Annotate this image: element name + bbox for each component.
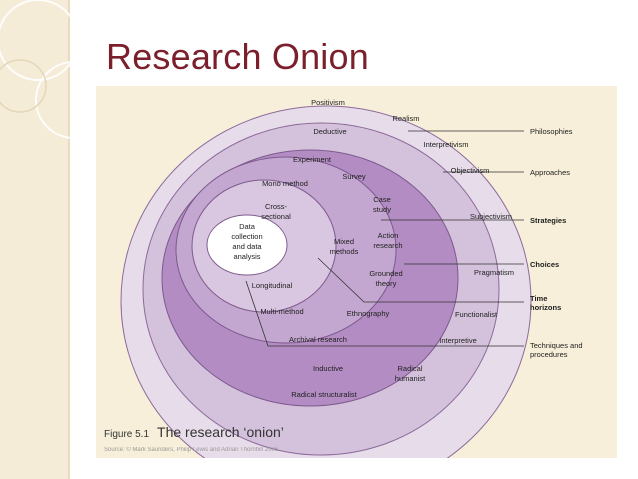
label-ethnography: Ethnography xyxy=(347,309,390,318)
label-subjectivism: Subjectivism xyxy=(470,212,512,221)
label-data-3: and data xyxy=(232,242,262,251)
label-inductive: Inductive xyxy=(313,364,343,373)
label-objectivism: Objectivism xyxy=(451,166,490,175)
legend-strategies: Strategies xyxy=(530,216,566,225)
source-note: Source: © Mark Saunders, Philip Lewis an… xyxy=(104,447,279,453)
caption-title: The research ‘onion’ xyxy=(157,424,284,440)
slide-title: Research Onion xyxy=(106,36,369,77)
legend-time-1: Time xyxy=(530,294,547,303)
label-mono-method: Mono method xyxy=(262,179,308,188)
label-cross-2: sectional xyxy=(261,212,291,221)
label-pragmatism: Pragmatism xyxy=(474,268,514,277)
label-survey: Survey xyxy=(342,172,366,181)
label-grounded-2: theory xyxy=(376,279,397,288)
legend-approaches: Approaches xyxy=(530,168,570,177)
strip-divider xyxy=(68,0,70,479)
label-interpretivism: Interpretivism xyxy=(423,140,468,149)
label-interpretive: Interpretive xyxy=(439,336,477,345)
label-mixed-1: Mixed xyxy=(334,237,354,246)
label-longitudinal: Longitudinal xyxy=(252,281,293,290)
figure-caption: Figure 5.1 The research ‘onion’ xyxy=(104,424,284,440)
label-case-2: study xyxy=(373,205,391,214)
label-action-1: Action xyxy=(378,231,399,240)
caption-number: Figure 5.1 xyxy=(104,429,150,440)
label-positivism: Positivism xyxy=(311,98,345,107)
label-data-4: analysis xyxy=(233,252,260,261)
leader-lines xyxy=(245,130,524,347)
label-mixed-2: methods xyxy=(330,247,359,256)
legend-time-2: horizons xyxy=(530,303,561,312)
core-techniques xyxy=(206,214,288,276)
label-action-2: research xyxy=(373,241,402,250)
legend-techniques-2: procedures xyxy=(530,350,568,359)
label-functionalist: Functionalist xyxy=(455,310,498,319)
legend-techniques-1: Techniques and xyxy=(530,341,583,350)
legend-philosophies: Philosophies xyxy=(530,127,573,136)
label-deductive: Deductive xyxy=(313,127,346,136)
label-radical-structuralist: Radical structuralist xyxy=(291,390,357,399)
label-realism: Realism xyxy=(392,114,419,123)
label-archival-research: Archival research xyxy=(289,335,347,344)
label-experiment: Experiment xyxy=(293,155,332,164)
label-grounded-1: Grounded xyxy=(369,269,402,278)
label-case-1: Case xyxy=(373,195,391,204)
label-data-2: collection xyxy=(231,232,262,241)
label-radical-humanist-2: humanist xyxy=(395,374,426,383)
label-data-1: Data xyxy=(239,222,256,231)
label-cross-1: Cross- xyxy=(265,202,288,211)
label-multi-method: Multi-method xyxy=(260,307,303,316)
research-onion-figure: Positivism Realism Deductive Interpretiv… xyxy=(96,86,617,458)
legend-choices: Choices xyxy=(530,260,559,269)
label-radical-humanist-1: Radical xyxy=(397,364,422,373)
decorative-circles xyxy=(0,0,110,139)
